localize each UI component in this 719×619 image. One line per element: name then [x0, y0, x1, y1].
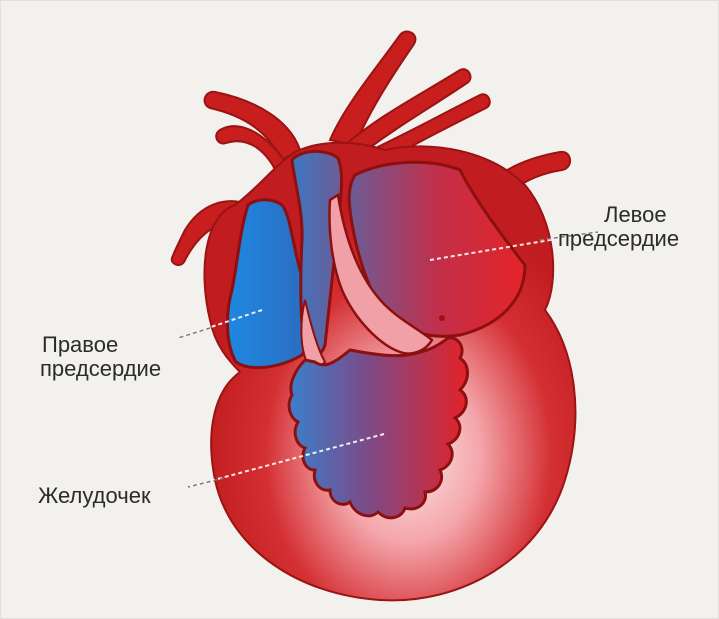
label-left-atrium: Левое предсердие: [604, 203, 679, 251]
label-right-atrium-line2: предсердие: [40, 357, 161, 381]
leader-right-atrium-outer: [178, 328, 210, 338]
label-right-atrium-line1: Правое: [42, 333, 161, 357]
label-left-atrium-line2: предсердие: [558, 227, 679, 251]
sinus-dot: [439, 315, 445, 321]
label-right-atrium: Правое предсердие: [40, 333, 161, 381]
label-left-atrium-line1: Левое: [604, 203, 679, 227]
label-ventricle: Желудочек: [38, 484, 151, 508]
